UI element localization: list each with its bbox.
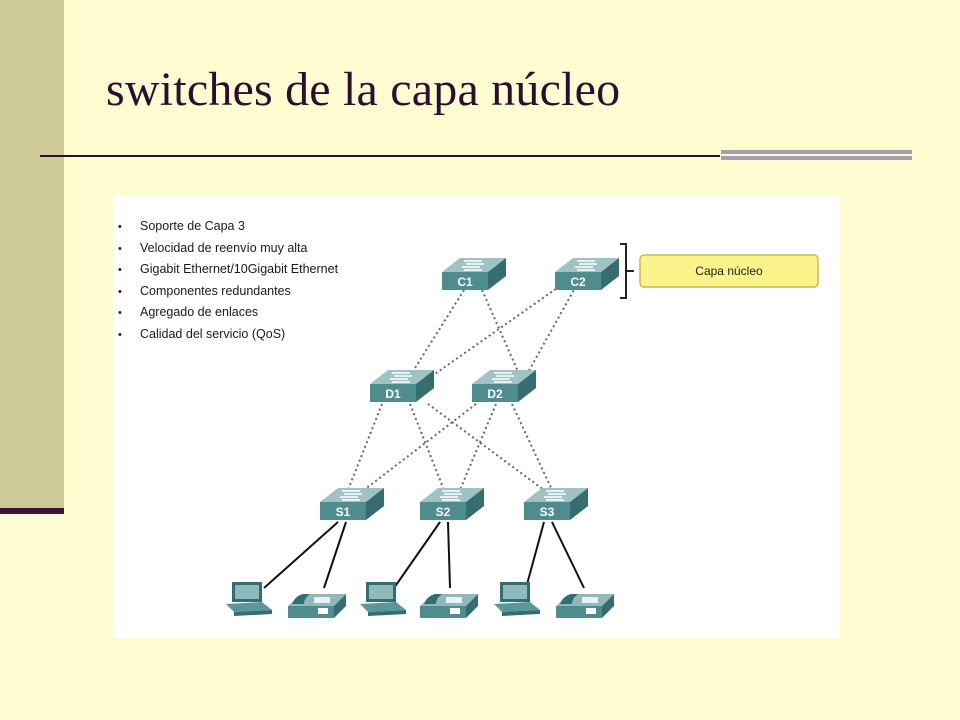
feature-list: •Soporte de Capa 3 •Velocidad de reenvío…	[118, 216, 338, 346]
ip-phone-icon	[420, 594, 478, 618]
switch-label: S1	[336, 505, 351, 519]
switch-s2: S2	[419, 487, 485, 521]
laptop-icon	[360, 582, 406, 616]
link-d1-s1	[347, 403, 383, 491]
feature-item: •Calidad del servicio (QoS)	[118, 324, 338, 346]
switch-label: S3	[540, 505, 555, 519]
network-diagram: •Soporte de Capa 3 •Velocidad de reenvío…	[114, 196, 840, 638]
slide-title: switches de la capa núcleo	[106, 63, 621, 116]
feature-item: •Soporte de Capa 3	[118, 216, 338, 238]
link-c2-d2	[525, 285, 577, 377]
access-links	[263, 521, 585, 589]
title-underline-accent	[721, 150, 912, 160]
link-c1-d1	[409, 289, 465, 377]
feature-item: •Agregado de enlaces	[118, 302, 338, 324]
ip-phone-icon	[556, 594, 614, 618]
switch-c2: C2	[554, 257, 620, 291]
feature-item: •Componentes redundantes	[118, 281, 338, 303]
side-bar	[0, 0, 64, 508]
link-d1-s3	[427, 403, 545, 491]
bullet-icon: •	[118, 307, 122, 320]
uplinks	[347, 285, 577, 491]
core-layer-label: Capa núcleo	[695, 264, 763, 278]
title-underline	[40, 155, 720, 157]
switch-label: S2	[436, 505, 451, 519]
topology-svg: Capa núcleo C1 C2 D1 D2 S1 S2	[226, 243, 819, 618]
bullet-icon: •	[118, 221, 122, 233]
bullet-icon: •	[118, 264, 122, 277]
laptop-icon	[494, 582, 540, 616]
switch-d2: D2	[471, 369, 537, 403]
switch-s1: S1	[319, 487, 385, 521]
link-s2-laptop	[393, 521, 441, 589]
link-s1-laptop	[263, 521, 339, 589]
link-c2-d1	[431, 285, 561, 377]
link-d1-s2	[409, 403, 445, 491]
bullet-icon: •	[118, 328, 122, 341]
link-s3-laptop	[525, 521, 545, 589]
link-c1-d2	[481, 289, 521, 377]
feature-item: •Velocidad de reenvío muy alta	[118, 238, 338, 260]
link-d2-s3	[511, 403, 553, 491]
ip-phone-icon	[288, 594, 346, 618]
core-layer-label-box	[639, 254, 819, 288]
core-bracket	[620, 243, 634, 299]
link-s3-phone	[551, 521, 585, 589]
switch-label: D2	[487, 387, 503, 401]
switch-label: D1	[385, 387, 401, 401]
bullet-icon: •	[118, 242, 122, 255]
switch-d1: D1	[369, 369, 435, 403]
link-s2-phone	[447, 521, 451, 589]
feature-item: •Gigabit Ethernet/10Gigabit Ethernet	[118, 259, 338, 281]
switch-label: C2	[570, 275, 586, 289]
switch-s3: S3	[523, 487, 589, 521]
link-d2-s2	[459, 403, 497, 491]
side-accent-bar	[0, 508, 64, 514]
link-s1-phone	[323, 521, 347, 589]
link-d2-s1	[363, 403, 477, 491]
switch-c1: C1	[441, 257, 507, 291]
switch-label: C1	[457, 275, 473, 289]
bullet-icon: •	[118, 285, 122, 298]
